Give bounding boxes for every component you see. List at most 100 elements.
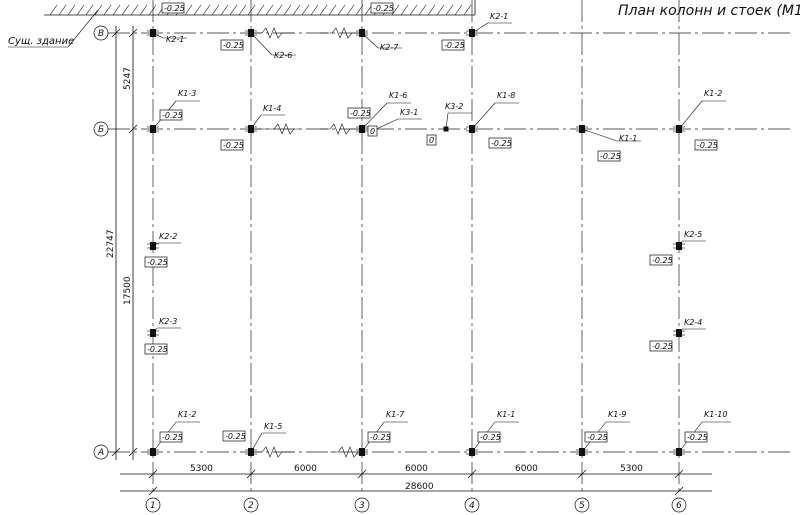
column-tag: K1-5	[264, 422, 282, 431]
svg-text:В: В	[98, 29, 104, 39]
level-box	[367, 125, 378, 137]
axis-markers: 1 2 3 4 5 6 В Б А	[93, 25, 687, 513]
dimensions-horizontal: 5300 6000 6000 6000 5300 28600	[120, 464, 712, 496]
level-box	[649, 340, 673, 352]
tag-leader	[250, 114, 262, 130]
column-K1-10: K1-10-0.25	[673, 410, 731, 456]
level-box	[144, 256, 168, 268]
column-K1-2: K1-2-0.25	[673, 89, 726, 151]
tag-leader	[678, 328, 683, 334]
axis-marker-3: 3	[354, 497, 370, 513]
svg-text:5: 5	[579, 501, 585, 511]
break-symbol	[251, 123, 300, 135]
dim-total-y: 22747	[106, 229, 116, 258]
tag-leader	[471, 22, 489, 34]
column-K3-2: K3-20	[426, 102, 472, 146]
tag-leader	[361, 32, 379, 49]
level-box	[477, 431, 501, 443]
column-tag: K1-4	[263, 104, 281, 113]
level-mark: -0.25	[162, 111, 183, 120]
tag-leader	[678, 240, 683, 247]
level-mark: -0.25	[225, 432, 246, 441]
level-box	[684, 431, 708, 443]
column-tag: K1-7	[386, 410, 405, 419]
svg-text:4: 4	[469, 501, 475, 511]
axis-marker-6: 6	[671, 497, 687, 513]
column-tag: K2-5	[684, 230, 702, 239]
column-K3-1: K3-10	[367, 108, 422, 137]
column-K1-4: K1-4 -0.25	[220, 104, 285, 151]
level-box	[649, 254, 673, 266]
dim-total-x: 28600	[405, 482, 434, 492]
level-box	[488, 137, 512, 149]
dim-v-b: 5247	[123, 67, 133, 90]
tag-leader	[361, 102, 388, 130]
level-box	[370, 2, 394, 14]
column-tag: K2-7	[380, 43, 399, 52]
level-mark: -0.25	[652, 256, 673, 265]
level-mark: -0.25	[370, 433, 391, 442]
axis-marker-a: А	[93, 444, 109, 460]
wall-breaks	[251, 27, 362, 458]
level-box	[694, 139, 718, 151]
column-tag: K1-8	[497, 91, 515, 100]
column-K1-1: K1-1-0.25	[466, 410, 519, 456]
level-box	[426, 134, 437, 146]
axis-marker-v: В	[93, 25, 109, 41]
column-K2-1: K2-1-0.25	[147, 2, 187, 44]
level-box	[347, 107, 371, 119]
column-K1-8: K1-8-0.25	[466, 91, 519, 149]
column-tag: K1-3	[178, 89, 196, 98]
svg-text:А: А	[97, 448, 104, 458]
level-mark: -0.25	[652, 342, 673, 351]
level-box	[367, 431, 391, 443]
column-tag: K1-10	[704, 410, 727, 419]
axis-marker-5: 5	[574, 497, 590, 513]
svg-text:1: 1	[150, 501, 156, 511]
column-K1-9: K1-9-0.25	[576, 410, 630, 456]
axis-marker-1: 1	[145, 497, 161, 513]
dim-2-3: 6000	[294, 464, 317, 474]
dim-4-5: 6000	[515, 464, 538, 474]
tag-leader	[152, 32, 164, 39]
column-tag: K1-9	[608, 410, 626, 419]
axis-marker-b: Б	[93, 121, 109, 137]
svg-text:3: 3	[359, 501, 365, 511]
tag-leader	[250, 432, 263, 453]
column-tag: K3-1	[400, 108, 418, 117]
axis-marker-2: 2	[243, 497, 259, 513]
level-box	[159, 109, 183, 121]
level-mark: -0.25	[600, 152, 621, 161]
level-mark: -0.25	[223, 141, 244, 150]
level-mark: -0.25	[147, 345, 168, 354]
column-tag: K2-4	[684, 318, 702, 327]
existing-building-leader	[67, 9, 99, 48]
column-tag: K2-1	[490, 12, 508, 21]
level-box	[159, 431, 183, 443]
drawing-title: План колонн и стоек (М1:125)	[618, 3, 800, 19]
level-box	[441, 39, 465, 51]
column-K1-5: K1-5 -0.25	[222, 422, 286, 456]
tag-leader	[152, 242, 158, 247]
column-tag: K1-2	[704, 89, 722, 98]
column-tag: K2-1	[166, 35, 184, 44]
column-K2-5: K2-5 -0.25	[649, 230, 706, 266]
column-K1-2: K1-2-0.25	[147, 410, 200, 456]
column-K2-3: K2-3-0.25	[144, 317, 181, 355]
break-symbol	[251, 446, 294, 458]
column-K2-4: K2-4 -0.25	[649, 318, 706, 352]
level-box	[222, 430, 246, 442]
column-K1-1: K1-1-0.25	[576, 125, 641, 162]
column-tag: K2-2	[159, 232, 177, 241]
break-symbol	[251, 27, 294, 39]
column-K2-6: K2-6-0.25	[220, 29, 296, 60]
level-box	[220, 139, 244, 151]
break-symbol	[320, 123, 362, 135]
level-box	[161, 2, 185, 14]
dim-b-a: 17500	[123, 276, 133, 305]
existing-building-wall	[44, 0, 476, 16]
tag-leader	[471, 102, 496, 130]
tag-leader	[152, 327, 158, 334]
